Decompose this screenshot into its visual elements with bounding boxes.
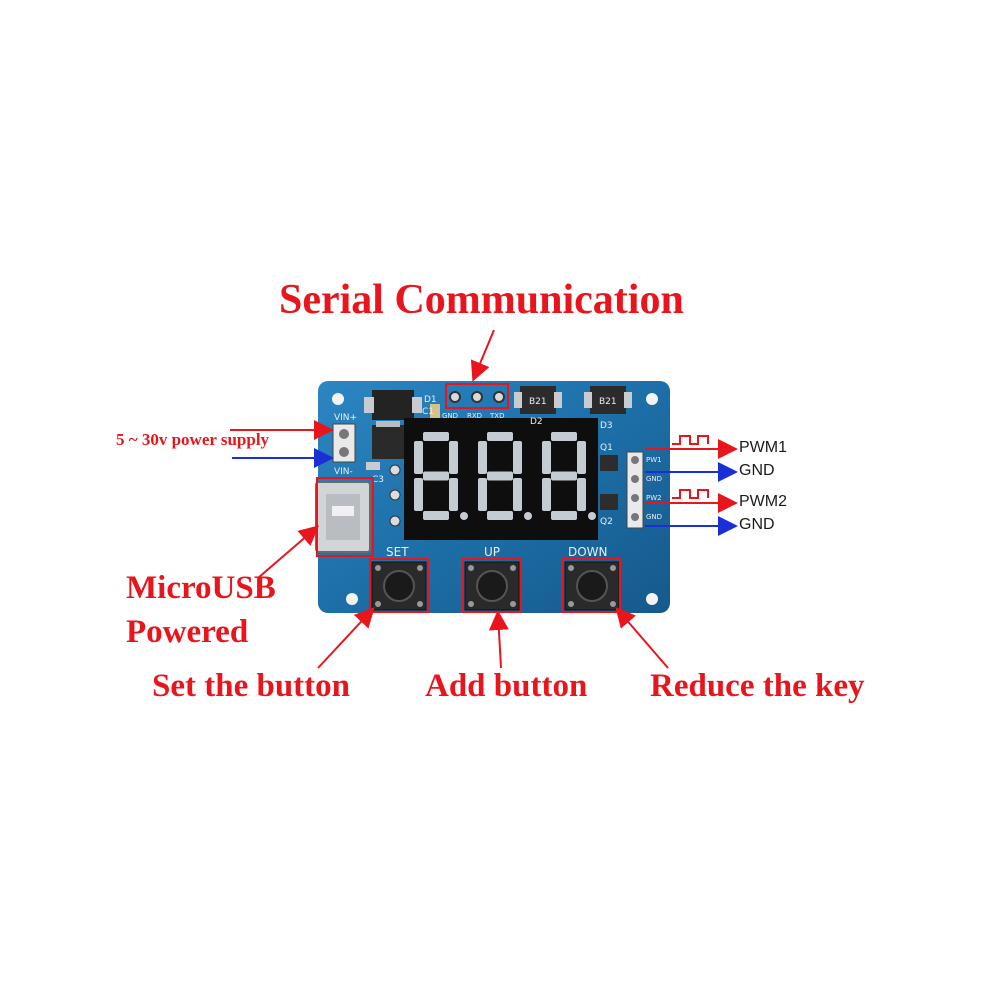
set-highlight xyxy=(369,558,429,613)
output-header xyxy=(626,451,644,529)
out-gnd2-label: GND xyxy=(646,513,662,521)
mosfet-q1 xyxy=(600,455,618,471)
c1-label: C1 xyxy=(422,407,434,417)
display-decimal-point xyxy=(460,512,468,520)
display-segment xyxy=(542,478,551,511)
usb-highlight xyxy=(316,477,374,557)
display-segment xyxy=(551,432,577,441)
display-decimal-point xyxy=(524,512,532,520)
set-button-label: Set the button xyxy=(152,668,351,704)
capacitor-c3 xyxy=(366,462,380,470)
diode-d3 xyxy=(584,386,632,414)
display-segment xyxy=(423,511,449,520)
display-segment xyxy=(478,478,487,511)
serial-communication-label: Serial Communication xyxy=(279,277,684,323)
power-supply-label: 5 ~ 30v power supply xyxy=(116,430,270,449)
blue-arrows xyxy=(232,448,738,536)
gnd2-label: GND xyxy=(739,516,775,533)
diode-d1 xyxy=(364,390,422,420)
serial-rxd-label: RXD xyxy=(467,412,482,420)
display-segment xyxy=(478,441,487,474)
add-arrow xyxy=(488,610,509,669)
display-segment xyxy=(513,478,522,511)
down-button[interactable] xyxy=(564,561,620,611)
display-segment xyxy=(487,432,513,441)
vin-plus-label: VIN+ xyxy=(334,413,357,423)
display-segment xyxy=(487,471,513,481)
reduce-key-label: Reduce the key xyxy=(650,668,865,704)
vin-terminals xyxy=(332,423,356,463)
up-button[interactable] xyxy=(464,561,520,611)
red-arrows xyxy=(230,329,738,669)
pwm1-wave-icon xyxy=(672,435,709,445)
q1-label: Q1 xyxy=(600,443,613,453)
pwm2-wave-icon xyxy=(672,489,709,499)
reduce-arrow xyxy=(615,606,669,669)
set-silk-label: SET xyxy=(386,545,409,559)
display-segment xyxy=(551,471,577,481)
add-button-label: Add button xyxy=(425,668,588,704)
down-highlight xyxy=(561,558,621,613)
regulator-chip xyxy=(372,421,404,459)
set-button[interactable] xyxy=(371,561,427,611)
q2-label: Q2 xyxy=(600,517,613,527)
display-decimal-point xyxy=(588,512,596,520)
micro-usb-label: MicroUSB xyxy=(126,570,276,606)
c3-label: C3 xyxy=(372,475,384,485)
display-segment xyxy=(449,478,458,511)
display-segment xyxy=(414,441,423,474)
vin-minus-label: VIN- xyxy=(334,467,353,477)
display-segment xyxy=(577,441,586,474)
display-segment xyxy=(577,478,586,511)
d3-label: D3 xyxy=(600,421,613,431)
d2-label: D2 xyxy=(530,417,543,427)
status-leds xyxy=(389,464,401,527)
display-segment xyxy=(423,432,449,441)
set-arrow xyxy=(317,607,375,669)
display-segment xyxy=(542,441,551,474)
serial-txd-label: TXD xyxy=(489,412,504,420)
display-segment xyxy=(487,511,513,520)
up-silk-label: UP xyxy=(484,545,500,559)
serial-highlight xyxy=(445,383,509,409)
serial-arrow xyxy=(470,329,495,382)
pwm2-label: PWM2 xyxy=(739,493,787,510)
diode-d2 xyxy=(514,386,562,414)
capacitor-c1 xyxy=(430,404,440,418)
display-segment xyxy=(414,478,423,511)
down-silk-label: DOWN xyxy=(568,545,608,559)
gnd1-label: GND xyxy=(739,462,775,479)
display-segment xyxy=(449,441,458,474)
d3-marking: B21 xyxy=(599,397,617,407)
mosfet-q2 xyxy=(600,494,618,510)
d2-marking: B21 xyxy=(529,397,547,407)
serial-header xyxy=(449,391,505,403)
display-segment xyxy=(551,511,577,520)
out-pw2-label: PW2 xyxy=(646,494,662,502)
out-pw1-label: PW1 xyxy=(646,456,662,464)
powered-label: Powered xyxy=(126,614,249,650)
pwm1-label: PWM1 xyxy=(739,439,787,456)
usb-arrow xyxy=(257,525,320,579)
serial-gnd-label: GND xyxy=(442,412,458,420)
d1-label: D1 xyxy=(424,395,437,405)
out-gnd1-label: GND xyxy=(646,475,662,483)
display-segment xyxy=(513,441,522,474)
seven-segment-display xyxy=(404,418,598,540)
micro-usb-port xyxy=(315,481,371,553)
display-segment xyxy=(423,471,449,481)
